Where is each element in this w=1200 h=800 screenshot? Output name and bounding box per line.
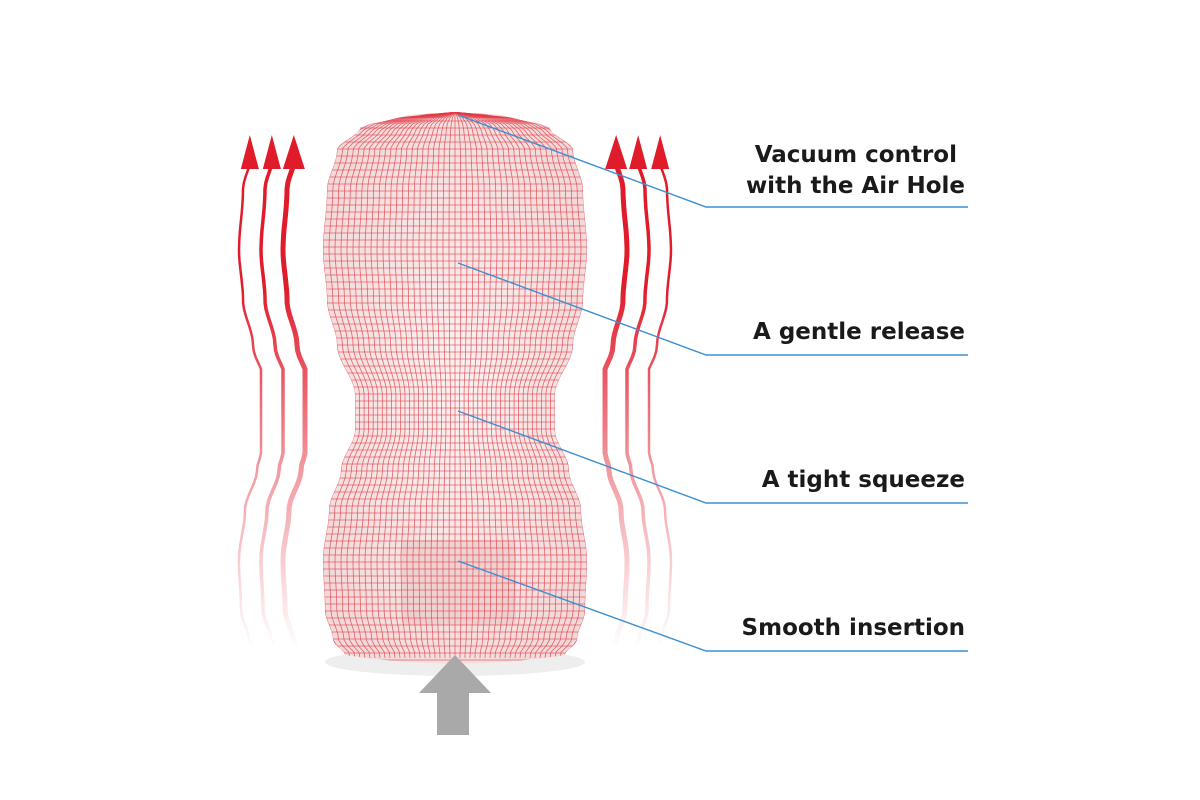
mesh-line-vertical — [370, 112, 456, 659]
airflow-arrow-icon — [605, 135, 628, 169]
leader-lines — [457, 114, 968, 652]
label-vacuum-control: Vacuum control with the Air Hole — [746, 142, 965, 199]
mesh-line-vertical — [454, 112, 564, 659]
airflow-arrow-shaft — [647, 164, 673, 646]
label-vacuum-line2: with the Air Hole — [746, 173, 965, 199]
mesh-line-vertical — [412, 112, 456, 659]
mesh-line-vertical — [376, 112, 456, 659]
leader-line-insertion — [457, 560, 968, 652]
mesh-line-vertical — [424, 112, 456, 659]
airflow-arrow-icon — [282, 135, 305, 169]
cup-body — [323, 112, 587, 676]
mesh-line-vertical — [454, 112, 558, 659]
mesh-line-vertical — [454, 112, 492, 659]
airflow-arrow-icon — [651, 135, 670, 169]
mesh-line-vertical — [454, 112, 486, 659]
mesh-line-vertical — [418, 112, 456, 659]
mesh-line-vertical — [394, 112, 456, 659]
mesh-line-vertical — [442, 112, 456, 659]
mesh-line-vertical — [436, 112, 456, 659]
airflow-arrows-left — [237, 135, 308, 647]
airflow-arrow-icon — [262, 135, 281, 169]
callout-labels: Vacuum control with the Air Hole A gentl… — [742, 142, 965, 641]
mesh-line-vertical — [400, 112, 456, 659]
label-vacuum-line1: Vacuum control — [755, 142, 957, 168]
mesh-line-vertical — [454, 112, 582, 659]
mesh-line-vertical — [388, 112, 456, 659]
label-smooth-insertion: Smooth insertion — [742, 615, 965, 641]
mesh-line-vertical — [454, 112, 576, 659]
airflow-arrow-shaft — [259, 164, 285, 646]
mesh-line-vertical — [454, 112, 504, 659]
mesh-line-vertical — [454, 112, 534, 659]
mesh-line-vertical — [454, 112, 480, 659]
leader-line-release — [457, 262, 968, 356]
airflow-arrow-shaft — [280, 164, 308, 647]
mesh-line-vertical — [454, 112, 528, 659]
mesh-line-vertical — [454, 112, 498, 659]
cup-mesh-grid — [323, 112, 587, 661]
mesh-line-vertical — [454, 112, 510, 659]
label-tight-squeeze: A tight squeeze — [762, 467, 965, 493]
airflow-arrow-icon — [629, 135, 648, 169]
mesh-line-vertical — [352, 112, 456, 659]
mesh-line-vertical — [454, 112, 540, 659]
mesh-line-vertical — [358, 112, 456, 659]
mesh-line-vertical — [328, 112, 456, 659]
mesh-line-vertical — [454, 112, 552, 659]
mesh-line-vertical — [382, 112, 456, 659]
airflow-arrow-icon — [240, 135, 259, 169]
mesh-line-vertical — [448, 112, 456, 659]
leader-line-vacuum — [457, 114, 968, 208]
mesh-line-vertical — [430, 112, 456, 659]
airflow-arrow-shaft — [625, 164, 651, 646]
airflow-arrows-right — [602, 135, 673, 647]
label-gentle-release: A gentle release — [753, 319, 965, 345]
mesh-line-vertical — [406, 112, 456, 659]
mesh-line-vertical — [454, 112, 570, 659]
mesh-line-vertical — [454, 112, 468, 659]
mesh-line-vertical — [364, 112, 456, 659]
mesh-line-vertical — [454, 112, 516, 659]
mesh-line-vertical — [334, 112, 456, 659]
mesh-line-vertical — [346, 112, 456, 659]
mesh-line-vertical — [454, 112, 546, 659]
insertion-arrow-icon — [419, 655, 491, 735]
leader-line-squeeze — [457, 410, 968, 504]
airflow-arrow-shaft — [237, 164, 263, 646]
mesh-line-vertical — [340, 112, 456, 659]
mesh-line-vertical — [454, 112, 522, 659]
mesh-line-vertical — [454, 112, 462, 659]
airflow-arrow-shaft — [602, 164, 630, 647]
